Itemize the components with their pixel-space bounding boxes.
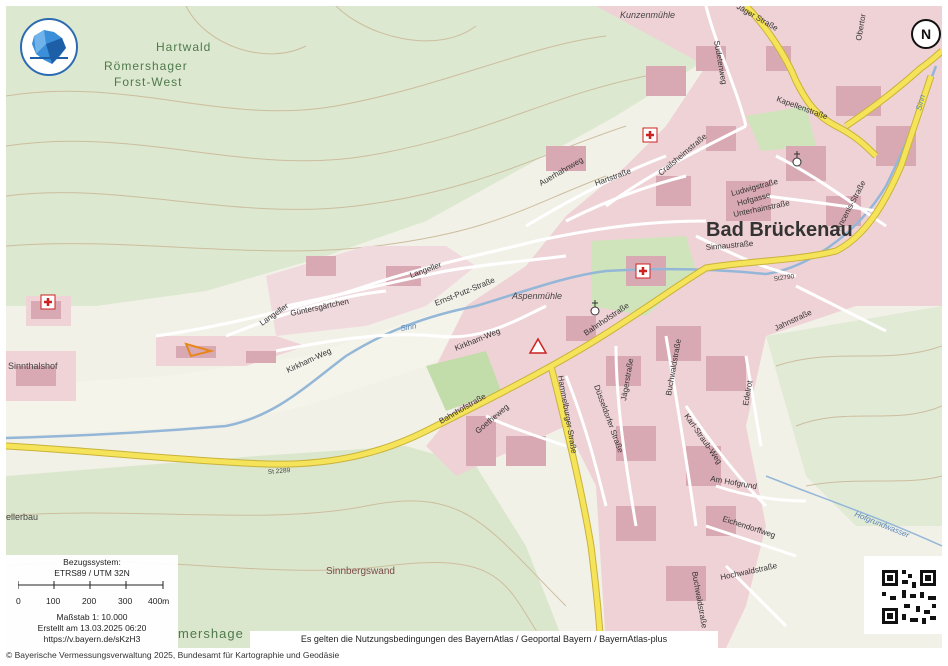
label-sinnthalshof: Sinnthalshof xyxy=(8,361,58,371)
label-street-edelrot: Edelrot xyxy=(741,379,754,406)
label-sinnbergswand: Sinnbergswand xyxy=(326,566,395,577)
label-bottom-forest: mershage xyxy=(178,626,244,641)
label-road-st2289: St 2289 xyxy=(268,467,291,476)
label-town-bad-brueckenau: Bad Brückenau xyxy=(706,219,853,241)
scale-ticks: 0 100 200 300 400m xyxy=(10,596,174,608)
hospital-icon xyxy=(635,263,651,279)
topographic-map[interactable]: Hartwald Römershager Forst-West mershage… xyxy=(6,6,942,648)
copyright-notice: © Bayerische Vermessungsverwaltung 2025,… xyxy=(6,650,340,660)
hospital-icon xyxy=(40,294,56,310)
scale-tick: 400m xyxy=(148,596,170,606)
north-label: N xyxy=(920,26,932,42)
scale-ratio: Maßstab 1: 10.000 xyxy=(56,612,128,622)
reference-system-title: Bezugssystem: xyxy=(63,557,121,567)
north-arrow-icon: N xyxy=(911,19,941,49)
label-river-sinn-1: Sinn xyxy=(400,321,418,333)
label-river-sinn-2: Sinn xyxy=(914,93,927,111)
stream-hofgrundwasser xyxy=(765,475,942,547)
label-kunzenmuehle: Kunzenmühle xyxy=(620,10,675,20)
reference-system-value: ETRS89 / UTM 32N xyxy=(54,568,130,578)
label-street-sinnaustrasse: Sinnaustraße xyxy=(705,239,754,252)
bayernatlas-logo[interactable] xyxy=(20,18,78,76)
church-icon xyxy=(590,300,600,316)
label-ellerbau: ellerbau xyxy=(6,512,38,522)
church-icon xyxy=(792,151,802,167)
share-link[interactable]: https://v.bayern.de/sKzH3 xyxy=(43,634,141,644)
minor-roads xyxy=(155,6,887,628)
label-hartwald: Hartwald xyxy=(156,40,211,54)
scale-bar xyxy=(18,581,164,589)
bavaria-map-icon xyxy=(30,30,68,64)
terms-notice: Es gelten die Nutzungsbedingungen des Ba… xyxy=(250,631,718,648)
label-aspenmuehle: Aspenmühle xyxy=(511,291,562,301)
scale-tick: 300 xyxy=(118,596,133,606)
warning-sign-icon xyxy=(528,337,548,354)
scale-tick: 200 xyxy=(82,596,97,606)
scale-tick: 0 xyxy=(16,596,21,606)
created-date: Erstellt am 13.03.2025 06:20 xyxy=(37,623,147,633)
qr-code-icon xyxy=(864,556,942,634)
park-area-northeast xyxy=(746,106,816,151)
major-roads-fill xyxy=(6,6,942,648)
building-blocks xyxy=(16,46,916,601)
label-forest-west: Forst-West xyxy=(114,75,182,89)
label-road-st2790: St2790 xyxy=(773,273,795,283)
forest-area-north xyxy=(6,6,706,306)
park-area-sportfield xyxy=(426,351,501,411)
scale-box: Bezugssystem: ETRS89 / UTM 32N 0 100 200… xyxy=(6,555,178,648)
hospital-icon xyxy=(642,127,658,143)
qr-code-graphic xyxy=(864,556,942,634)
scale-tick: 100 xyxy=(46,596,61,606)
label-forest-roemershager: Römershager xyxy=(104,59,188,73)
orange-area-marker xyxy=(184,342,215,358)
